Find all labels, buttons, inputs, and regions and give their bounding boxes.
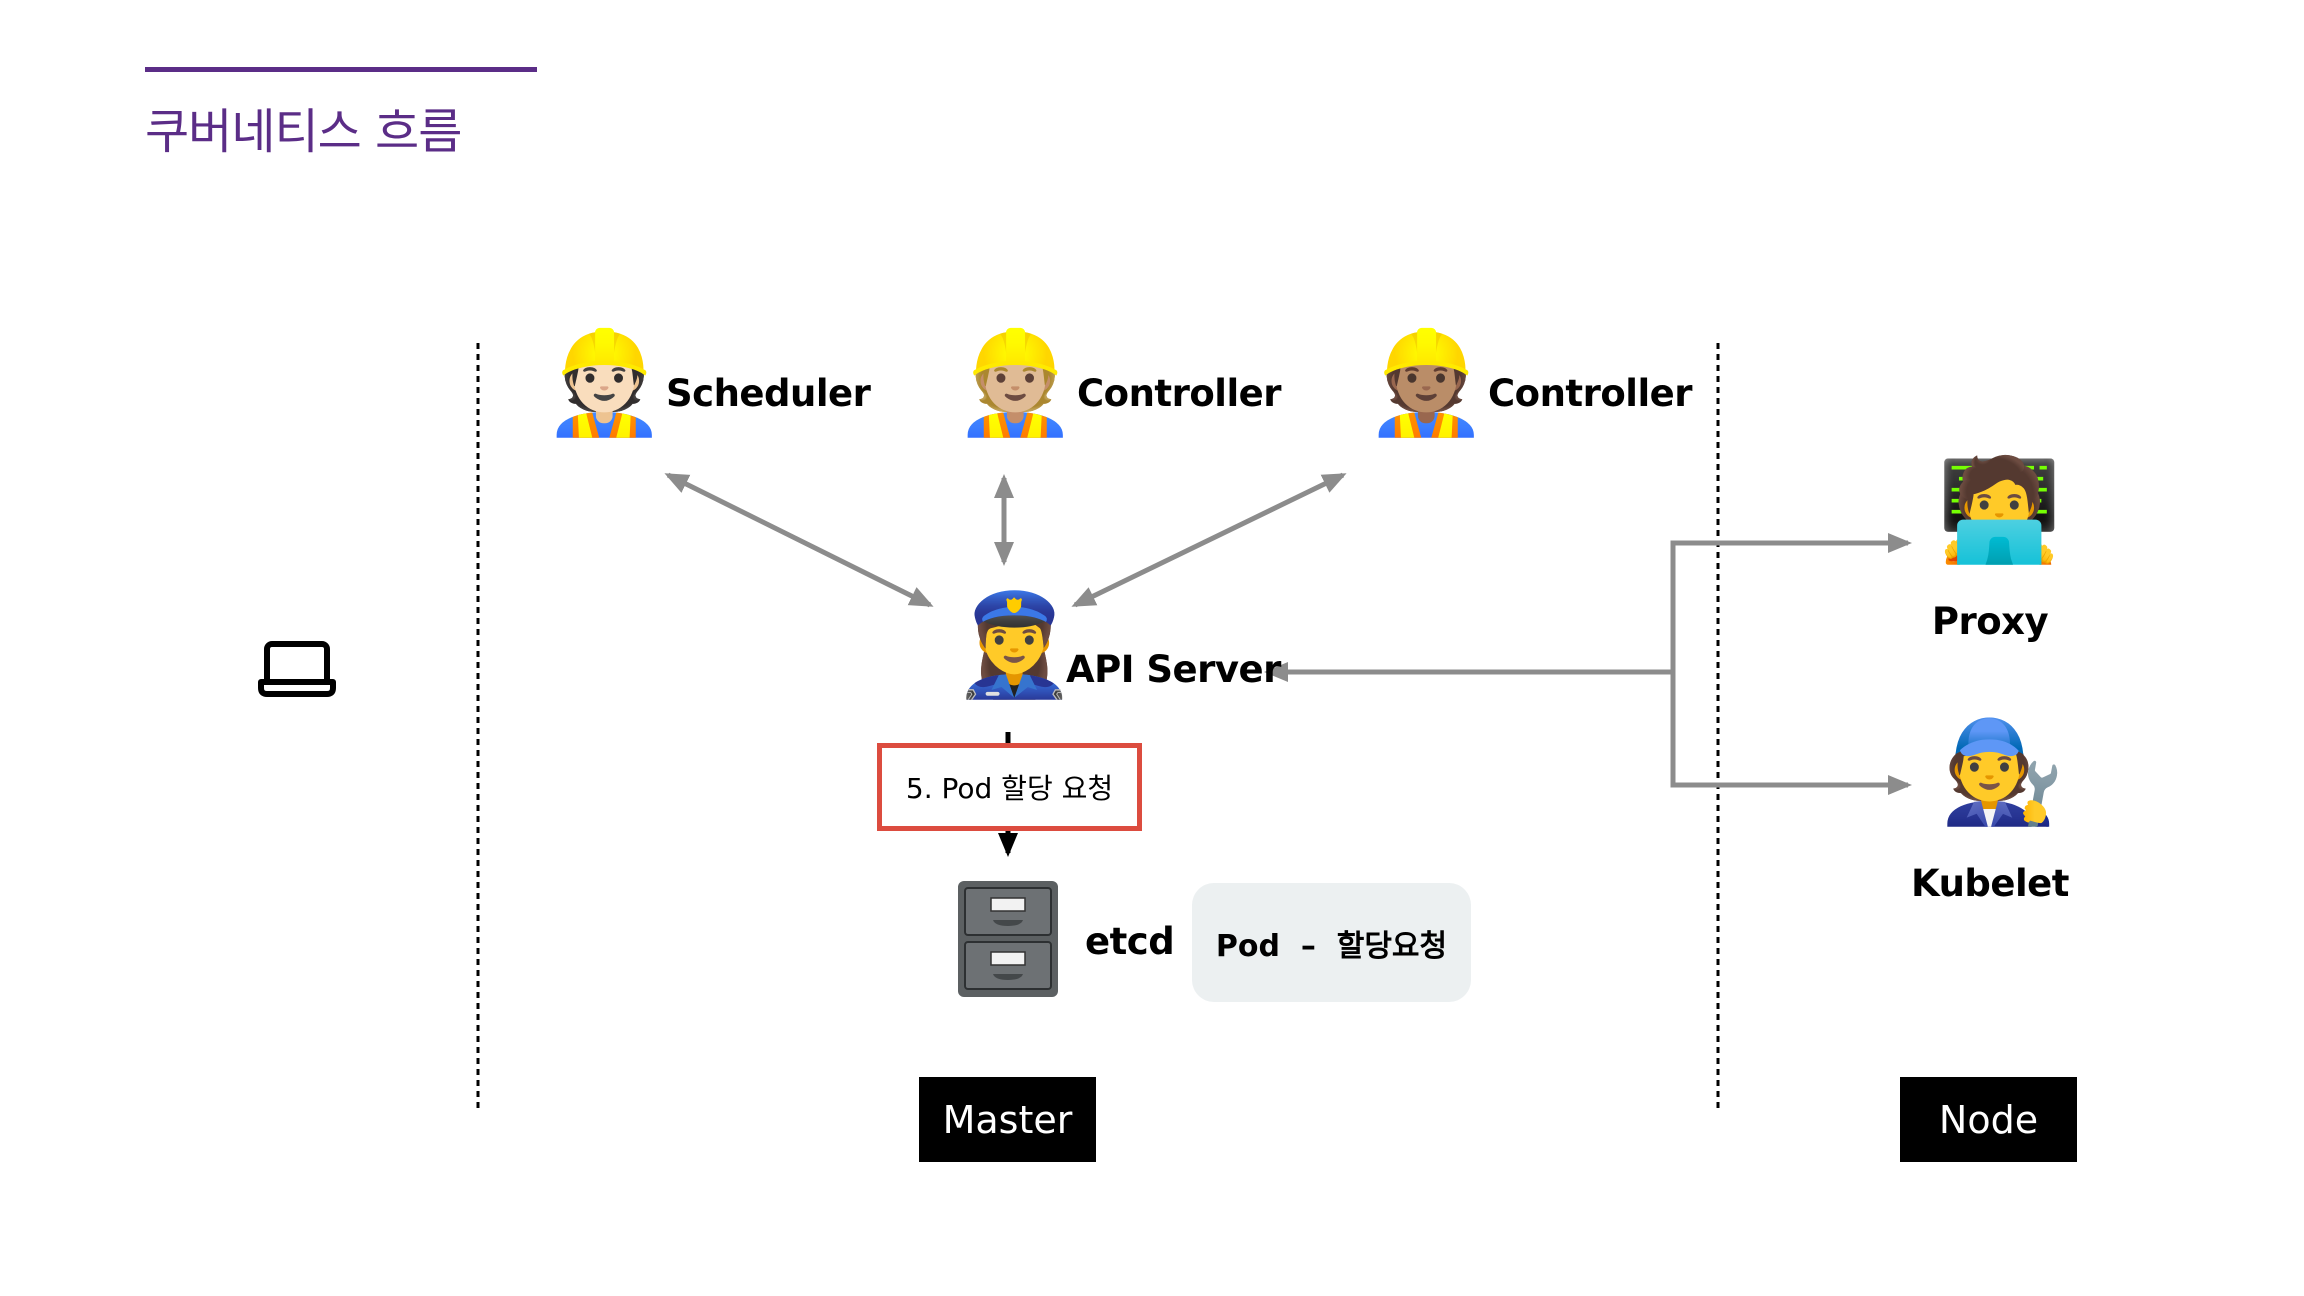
etcd-record-text: Pod – 할당요청 bbox=[1215, 928, 1448, 964]
police-officer-icon: 👮‍♀️ bbox=[952, 586, 1077, 703]
api-server-label: API Server bbox=[1066, 648, 1281, 691]
etcd-record: Pod – 할당요청 bbox=[1192, 883, 1471, 1002]
laptop-icon bbox=[258, 640, 336, 703]
node-tag-label: Node bbox=[1938, 1097, 2039, 1142]
step-label-box: 5. Pod 할당 요청 bbox=[877, 743, 1142, 831]
etcd-label: etcd bbox=[1085, 920, 1175, 963]
node-bracket bbox=[1670, 540, 1905, 788]
scheduler-label: Scheduler bbox=[666, 372, 871, 415]
controller-label: Controller bbox=[1077, 372, 1281, 415]
master-tag-label: Master bbox=[942, 1097, 1073, 1142]
slide-title: 쿠버네티스 흐름 bbox=[145, 104, 462, 160]
node-tag: Node bbox=[1900, 1077, 2077, 1162]
construction-worker-icon: 👷🏻 bbox=[542, 324, 667, 441]
technologist-icon: 🧑‍💻 bbox=[1937, 451, 2062, 568]
kubelet-label: Kubelet bbox=[1911, 862, 2069, 905]
proxy-label: Proxy bbox=[1931, 600, 2049, 643]
master-tag: Master bbox=[919, 1077, 1096, 1162]
arrow-controller2-api bbox=[1071, 472, 1347, 608]
controller-label: Controller bbox=[1488, 372, 1692, 415]
title-rule bbox=[145, 67, 537, 72]
construction-worker-icon: 👷🏽 bbox=[1364, 324, 1489, 441]
mechanic-icon: 🧑‍🔧 bbox=[1940, 713, 2065, 830]
construction-worker-icon: 👷🏼 bbox=[953, 324, 1078, 441]
arrow-scheduler-api bbox=[664, 472, 934, 608]
step-label: 5. Pod 할당 요청 bbox=[905, 772, 1114, 805]
file-cabinet-icon bbox=[957, 880, 1059, 1003]
